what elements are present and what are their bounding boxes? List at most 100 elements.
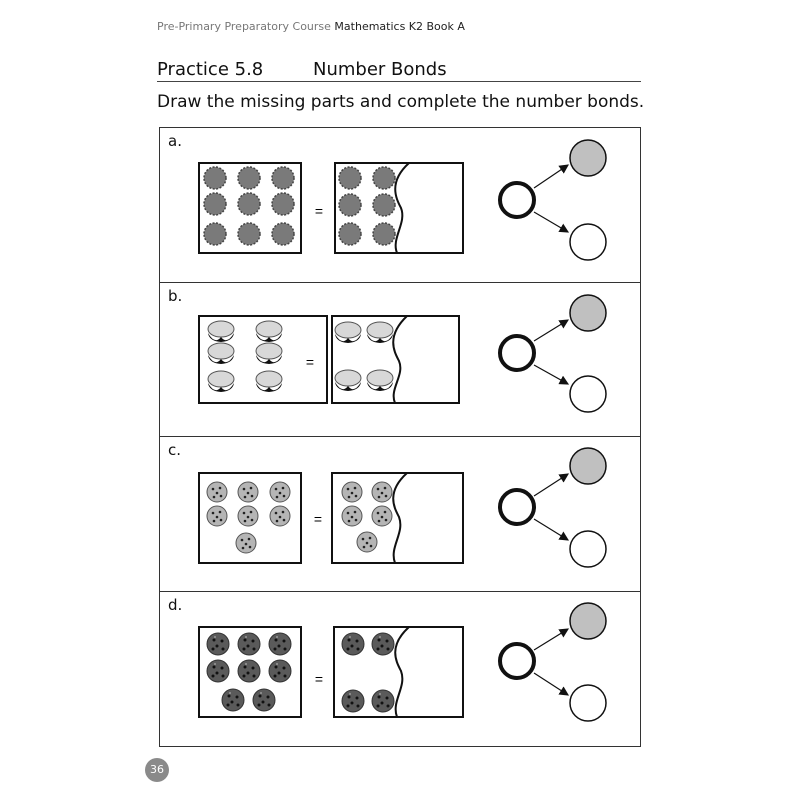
chip-cookie-icon	[206, 505, 228, 527]
bond-arrow	[533, 211, 570, 233]
book-name: Mathematics K2 Book A	[334, 20, 465, 33]
muffin-icon	[237, 659, 261, 683]
section-frame	[159, 128, 641, 282]
divider-curve	[392, 472, 408, 564]
cupcake-icon	[207, 342, 235, 365]
cookie-icon	[203, 166, 227, 190]
divider-curve	[394, 162, 410, 254]
section-divider	[159, 436, 641, 437]
chip-cookie-icon	[269, 505, 291, 527]
cookie-icon	[372, 222, 396, 246]
cupcake-icon	[334, 321, 362, 344]
cookie-icon	[237, 222, 261, 246]
cookie-icon	[271, 192, 295, 216]
section-c: c. =	[159, 437, 641, 591]
section-divider	[159, 746, 641, 747]
cookie-icon	[271, 166, 295, 190]
section-label: c.	[168, 441, 182, 459]
whole-circle[interactable]	[498, 488, 536, 526]
section-art: =	[198, 447, 607, 568]
page-number-badge: 36	[145, 758, 169, 782]
cookie-icon	[203, 222, 227, 246]
cupcake-icon	[366, 369, 394, 392]
section-a: a. =	[159, 128, 641, 282]
muffin-icon	[221, 688, 245, 712]
part-circle-empty[interactable]	[569, 375, 607, 413]
practice-title: Number Bonds	[313, 59, 447, 80]
section-label: b.	[168, 287, 183, 305]
chip-cookie-icon	[371, 505, 393, 527]
muffin-icon	[341, 632, 365, 656]
chip-cookie-icon	[237, 481, 259, 503]
section-art: =	[198, 139, 607, 261]
section-divider	[159, 127, 641, 128]
muffin-icon	[237, 632, 261, 656]
muffin-icon	[371, 632, 395, 656]
equals-sign: =	[315, 203, 323, 219]
section-divider	[159, 591, 641, 592]
bond-arrow	[533, 518, 570, 541]
whole-circle[interactable]	[498, 181, 536, 219]
chip-cookie-icon	[269, 481, 291, 503]
bond-arrow	[533, 473, 570, 497]
cookie-icon	[271, 222, 295, 246]
section-art: =	[198, 602, 607, 722]
cupcake-icon	[334, 369, 362, 392]
section-label: d.	[168, 596, 183, 614]
cupcake-icon	[255, 342, 283, 365]
chip-cookie-icon	[206, 481, 228, 503]
section-label: a.	[168, 132, 182, 150]
divider-curve	[394, 626, 410, 718]
chip-cookie-icon	[371, 481, 393, 503]
cookie-icon	[237, 166, 261, 190]
equals-sign: =	[314, 511, 322, 527]
whole-circle[interactable]	[498, 642, 536, 680]
bond-arrow	[533, 319, 570, 342]
cookie-icon	[338, 222, 362, 246]
muffin-icon	[206, 632, 230, 656]
cookie-icon	[338, 166, 362, 190]
equals-sign: =	[315, 671, 323, 687]
bond-arrow	[533, 628, 570, 651]
cupcake-icon	[255, 320, 283, 343]
instructions: Draw the missing parts and complete the …	[157, 92, 645, 112]
part-circle-filled	[569, 447, 607, 485]
divider-curve	[392, 315, 408, 404]
part-circle-empty[interactable]	[569, 223, 607, 261]
muffin-icon	[268, 632, 292, 656]
section-frame	[159, 592, 641, 746]
practice-number: Practice 5.8	[157, 59, 264, 80]
cookie-icon	[203, 192, 227, 216]
section-divider	[159, 282, 641, 283]
cupcake-icon	[366, 321, 394, 344]
muffin-icon	[252, 688, 276, 712]
section-art: =	[198, 294, 607, 413]
part-items	[338, 166, 396, 246]
section-frame	[159, 437, 641, 591]
muffin-icon	[268, 659, 292, 683]
chip-cookie-icon	[341, 505, 363, 527]
title-rule	[157, 81, 641, 82]
part-circle-empty[interactable]	[569, 530, 607, 568]
cookie-icon	[372, 193, 396, 217]
cookie-icon	[237, 192, 261, 216]
bond-arrow	[533, 364, 570, 385]
part-circle-filled	[569, 602, 607, 640]
whole-items	[203, 166, 295, 246]
bond-arrow	[533, 164, 569, 189]
chip-cookie-icon	[237, 505, 259, 527]
equals-sign: =	[306, 354, 314, 370]
section-b: b. =	[159, 283, 641, 436]
section-d: d. =	[159, 592, 641, 746]
book-header: Pre-Primary Preparatory Course Mathemati…	[157, 20, 465, 33]
part-circle-filled	[569, 139, 607, 177]
whole-circle[interactable]	[498, 334, 536, 372]
bond-arrow	[533, 672, 570, 696]
part-circle-empty[interactable]	[569, 684, 607, 722]
part-circle-filled	[569, 294, 607, 332]
chip-cookie-icon	[356, 531, 378, 553]
cupcake-icon	[255, 370, 283, 393]
chip-cookie-icon	[235, 532, 257, 554]
muffin-icon	[206, 659, 230, 683]
course-name: Pre-Primary Preparatory Course	[157, 20, 331, 33]
